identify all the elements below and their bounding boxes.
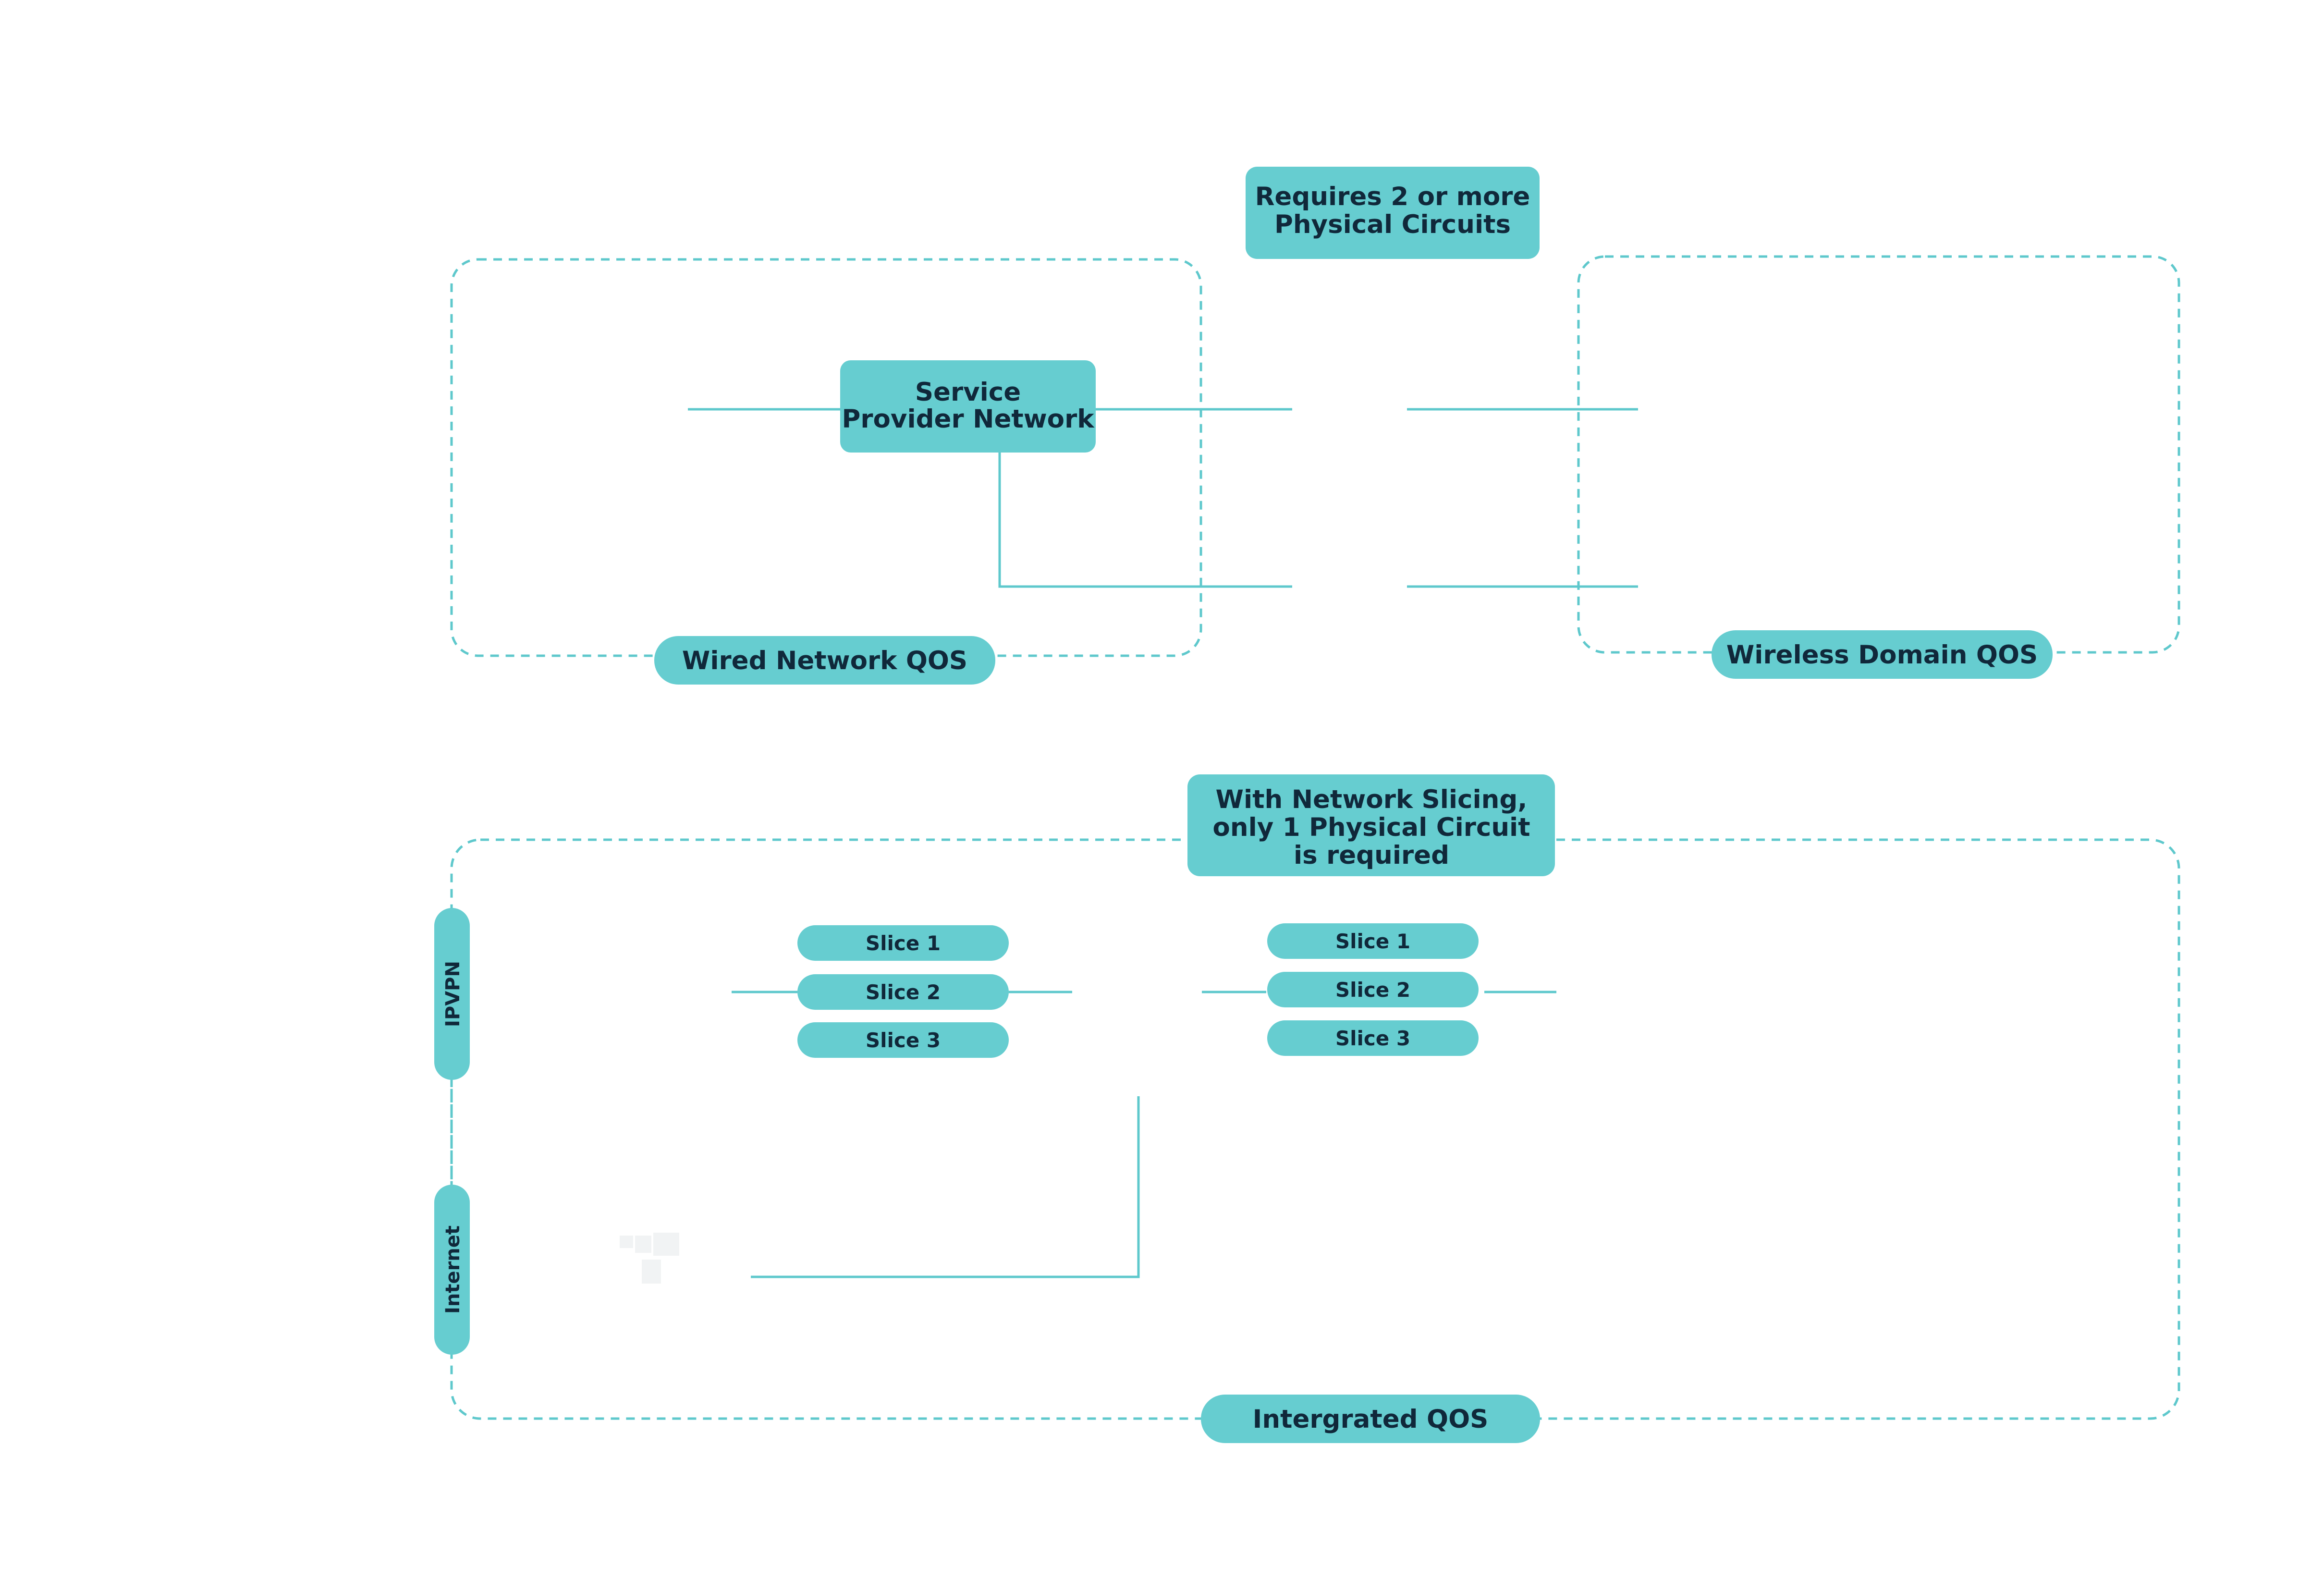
svg-text:Physical Circuits: Physical Circuits [1274, 210, 1511, 239]
network-slicing-note: With Network Slicing, only 1 Physical Ci… [1187, 774, 1555, 876]
svg-text:IPVPN: IPVPN [442, 961, 464, 1027]
svg-text:Wireless Domain QOS: Wireless Domain QOS [1726, 640, 2038, 670]
svg-text:Internet: Internet [442, 1225, 464, 1314]
svg-text:Requires 2 or more: Requires 2 or more [1255, 182, 1530, 211]
svg-text:With Network Slicing,: With Network Slicing, [1216, 785, 1528, 814]
svg-text:Wired Network QOS: Wired Network QOS [682, 646, 967, 675]
bottom-connector-lines [732, 991, 1556, 1278]
svg-text:Slice 1: Slice 1 [866, 931, 941, 955]
svg-text:Slice 1: Slice 1 [1335, 930, 1410, 953]
wired-network-qos-label: Wired Network QOS [654, 636, 995, 685]
slice-right-3: Slice 3 [1267, 1020, 1479, 1056]
requires-two-circuits-note: Requires 2 or more Physical Circuits [1246, 167, 1540, 259]
slice-group-right: Slice 1 Slice 2 Slice 3 [1267, 923, 1479, 1056]
top-connector-lines [688, 408, 1638, 588]
svg-text:Slice 2: Slice 2 [866, 980, 941, 1004]
ipvpn-label: IPVPN [434, 908, 470, 1080]
svg-text:is required: is required [1294, 841, 1449, 870]
svg-text:Slice 3: Slice 3 [1335, 1027, 1410, 1050]
slice-left-3: Slice 3 [797, 1022, 1009, 1058]
faint-building-icon [620, 1233, 679, 1284]
service-provider-network-node: Service Provider Network [840, 360, 1096, 453]
wireless-domain-qos-label: Wireless Domain QOS [1712, 630, 2053, 679]
internet-label: Internet [434, 1185, 470, 1355]
slice-right-2: Slice 2 [1267, 972, 1479, 1007]
slice-left-2: Slice 2 [797, 974, 1009, 1010]
integrated-qos-label: Intergrated QOS [1201, 1395, 1540, 1443]
wired-network-boundary [450, 258, 1202, 657]
wireless-domain-boundary [1577, 255, 2180, 654]
svg-text:Slice 3: Slice 3 [866, 1029, 941, 1052]
slice-left-1: Slice 1 [797, 925, 1009, 961]
svg-text:Provider Network: Provider Network [842, 404, 1095, 434]
slice-right-1: Slice 1 [1267, 923, 1479, 959]
svg-text:Service: Service [915, 378, 1021, 407]
slice-group-left: Slice 1 Slice 2 Slice 3 [797, 925, 1009, 1058]
svg-text:only 1 Physical Circuit: only 1 Physical Circuit [1212, 813, 1530, 842]
svg-text:Intergrated QOS: Intergrated QOS [1253, 1405, 1489, 1434]
svg-text:Slice 2: Slice 2 [1335, 978, 1410, 1002]
